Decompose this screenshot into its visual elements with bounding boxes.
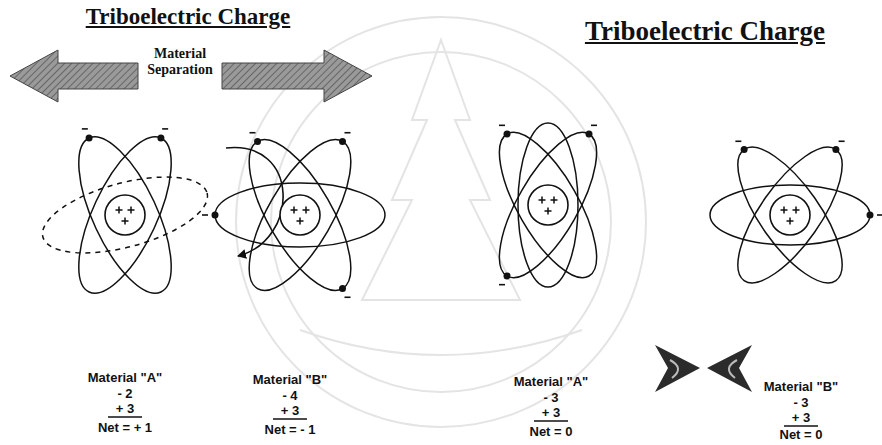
proton-sign [122, 218, 129, 225]
electron-orbit [60, 124, 190, 305]
action-label: Material Separation [139, 46, 221, 78]
electron [832, 146, 839, 153]
electron [504, 273, 511, 280]
electron [339, 285, 346, 292]
charge-count: + 3 [542, 405, 560, 420]
electron-orbit [481, 119, 615, 291]
electron-sign [202, 214, 208, 216]
electron [339, 138, 346, 145]
proton-sign [551, 197, 558, 204]
net-charge: Net = + 1 [98, 420, 152, 435]
atom [710, 132, 882, 297]
material-name: Material "A" [88, 370, 162, 385]
net-charge: Net = - 1 [265, 422, 316, 437]
electron [741, 146, 748, 153]
charge-count: + 3 [281, 403, 299, 418]
proton-sign [116, 207, 123, 214]
charge-count: - 2 [117, 386, 132, 401]
proton-sign [303, 207, 310, 214]
material-name: Material "A" [514, 374, 588, 389]
electron [867, 212, 874, 219]
electron [86, 134, 93, 141]
material-name: Material "B" [253, 372, 327, 387]
electron-sign [82, 128, 88, 130]
electron-orbit [230, 125, 370, 304]
proton-sign [291, 207, 298, 214]
charge-count: + 3 [792, 410, 810, 425]
charge-count: + 3 [116, 401, 134, 416]
electron [212, 212, 219, 219]
nucleus [105, 195, 145, 235]
atom [481, 119, 615, 291]
material-name: Material "B" [764, 379, 838, 394]
proton-sign [539, 197, 546, 204]
proton-sign [297, 218, 304, 225]
electron-sign [735, 140, 741, 142]
electron-sign [877, 214, 882, 216]
electron-sign [839, 140, 845, 142]
electron-orbit [215, 183, 385, 247]
electron-sign [345, 132, 351, 134]
panel-title: Triboelectric Charge [585, 16, 825, 47]
atom [35, 124, 216, 305]
electron-sign [591, 125, 597, 127]
proton-sign [781, 207, 788, 214]
nucleus [770, 195, 810, 235]
proton-sign [793, 207, 800, 214]
electron-orbit [720, 132, 861, 297]
sum-rules [108, 417, 818, 426]
net-charge: Net = 0 [780, 427, 823, 442]
electron [586, 130, 593, 137]
nucleus [280, 195, 320, 235]
atoms [35, 119, 882, 306]
electron-sign [499, 125, 505, 127]
electron-sign [345, 296, 351, 298]
electron-orbit [230, 125, 370, 304]
proton-sign [545, 208, 552, 215]
electron-orbit [710, 185, 870, 245]
electron-sign [499, 284, 505, 286]
proton-sign [128, 207, 135, 214]
charge-count: - 3 [543, 390, 558, 405]
atom [202, 125, 385, 304]
electron-sign [162, 128, 168, 130]
charge-count: - 4 [282, 388, 297, 403]
charge-count: - 3 [793, 395, 808, 410]
electron [504, 130, 511, 137]
electron [157, 134, 164, 141]
electron-orbit [720, 132, 861, 297]
electron-orbit [35, 162, 216, 268]
electron-orbit [481, 119, 615, 291]
proton-sign [787, 218, 794, 225]
electron-sign [250, 132, 256, 134]
electron [254, 138, 261, 145]
contact-arrows [655, 345, 752, 392]
nucleus [528, 185, 568, 225]
panel-title: Triboelectric Charge [86, 4, 291, 30]
electron-orbit [518, 123, 578, 287]
electron-orbit [60, 124, 190, 305]
net-charge: Net = 0 [530, 424, 573, 439]
